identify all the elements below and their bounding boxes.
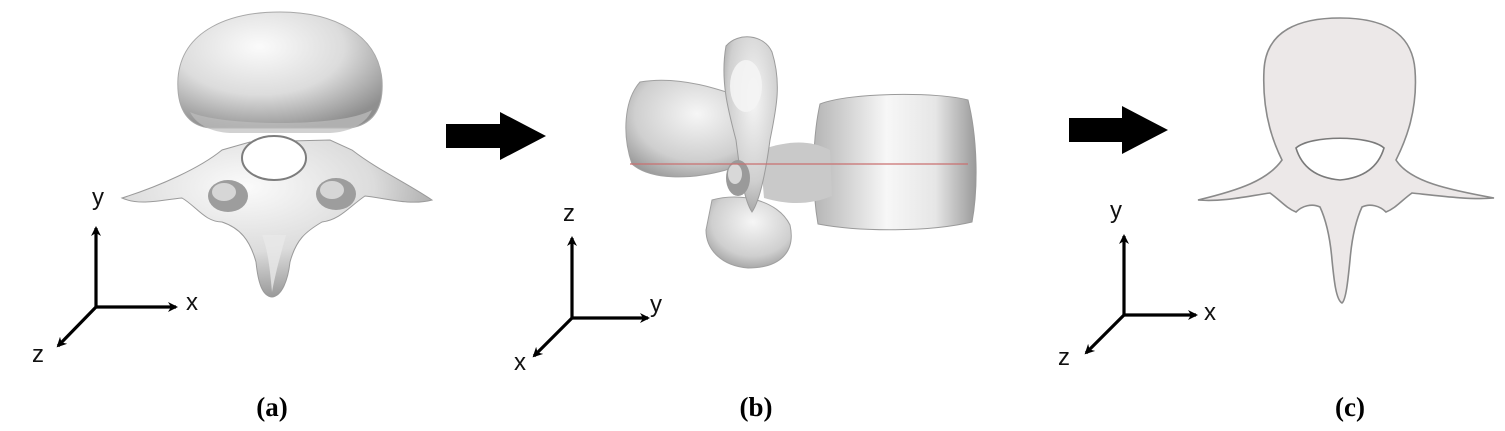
panel-label-c: (c) — [1335, 392, 1365, 422]
axis-label-right: y — [650, 291, 662, 318]
axis-triad-b: z y x — [514, 200, 662, 376]
arrow-icon — [446, 112, 546, 160]
vertebra-3d-top-view — [120, 11, 434, 298]
axis-label-diag: x — [514, 349, 526, 376]
axis-triad-c: y x z — [1058, 197, 1216, 371]
axis-label-diag: z — [32, 341, 44, 368]
arrow-icon — [1069, 106, 1168, 154]
axis-label-right: x — [1204, 299, 1216, 326]
axis-label-up: y — [92, 184, 104, 211]
axis-triad-a: y x z — [32, 184, 198, 368]
axis-label-right: x — [186, 289, 198, 316]
axis-label-diag: z — [1058, 344, 1070, 371]
axis-label-up: y — [1110, 197, 1122, 224]
vertebra-3d-side-view — [625, 36, 977, 269]
panel-label-b: (b) — [740, 392, 773, 422]
panel-label-a: (a) — [256, 392, 287, 422]
axis-label-up: z — [563, 200, 575, 227]
spinal-canal-outline — [1295, 137, 1385, 181]
vertebra-cross-section — [1197, 17, 1495, 304]
